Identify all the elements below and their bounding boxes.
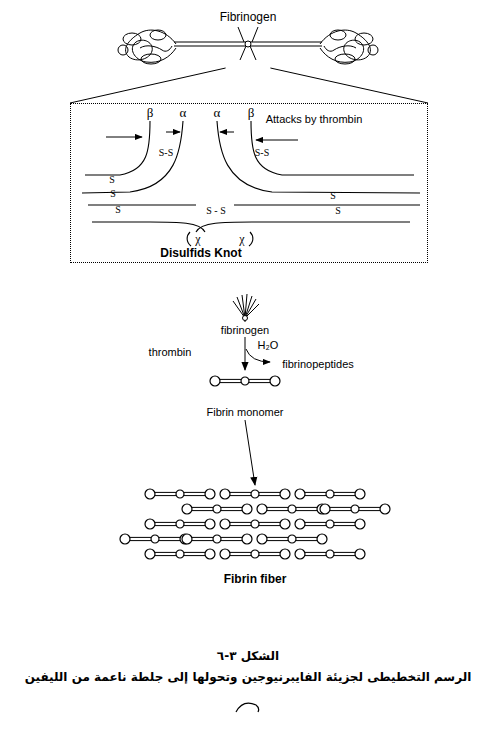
page-ornament [236,703,259,712]
molecule-figure: Fibrinogen [108,8,388,68]
part-label: fibrinopeptides [282,357,354,371]
coiled-coil-rod [174,46,322,47]
fiber-dumbbell [145,489,215,499]
beta-chain [85,121,150,175]
fiber-dumbbell [295,519,365,529]
fiber-dumbbell [320,504,390,514]
leader-line [270,68,428,103]
figure-number: الشكل ٣-٦ [217,649,279,663]
fiber-dumbbell [182,504,252,514]
part-label: β [147,106,154,120]
detail-box: Disulfids Knot [70,103,428,263]
fiber-dumbbell [220,519,290,529]
node-title: Disulfids Knot [131,246,271,260]
monomer-dumbbell [210,376,280,386]
edge-label: thrombin [149,345,192,359]
part-label: S - S [206,204,225,218]
part-label: χ [195,232,200,246]
part-label: β [248,106,255,120]
fiber-dumbbell [257,504,327,514]
reaction-arrow [245,337,246,370]
attack-arrow [220,132,234,133]
part-label: H₂O [258,338,279,352]
part-label: S [115,203,121,217]
leader-line [70,68,226,103]
gamma-end [187,232,191,246]
beta-chain [251,121,414,175]
fiber-dumbbell [220,549,290,559]
fiber-dumbbell [257,534,327,544]
attack-arrow [256,140,298,141]
alpha-chain [82,121,183,193]
attack-arrow [166,132,180,133]
fiber-dumbbell [145,519,215,529]
right-domain [320,30,378,64]
fiber-dumbbell [220,489,290,499]
gamma-chain [92,222,205,232]
fibrinogen-core [243,316,248,321]
chain-group [82,121,420,246]
molecule-figure: Fibrin fiber [130,485,380,587]
central-knot [245,41,251,47]
part-label: S [330,189,336,203]
node-title: Fibrin monomer [190,405,300,419]
chain-line [88,204,196,205]
fiber-dumbbell [295,549,365,559]
part-label: S-S [159,146,173,160]
node-title: Fibrinogen [108,10,388,24]
part-label: χ [239,232,244,246]
node-title: fibrinogen [205,323,285,337]
coiled-coil-rod [174,42,322,43]
left-domain [118,30,176,64]
chain-line [234,204,420,205]
part-label: S [109,173,115,187]
figure-caption: الرسم التخطيطى لجزيئة الفايبرنيوجين وتحو… [8,670,488,685]
fibrinogen-spikes [233,294,259,318]
reaction-arrow [245,420,255,485]
molecule-figure: Fibrin monomer [190,370,300,420]
part-label: α [180,106,187,120]
small-fibrinogen [233,294,259,322]
alpha-chain [217,121,420,193]
fiber-dumbbell [145,549,215,559]
part-label: S [335,204,341,218]
central-knot-lines [238,27,258,60]
node-title: Fibrin fiber [130,572,380,586]
fiber-dumbbell [120,534,190,544]
fibrinogen-stem [245,316,246,322]
part-label: S [110,187,116,201]
molecule-figure: fibrinogen [205,292,285,337]
part-label: α [214,106,221,120]
attack-arrow [106,137,142,138]
gamma-end [249,232,253,246]
part-label: S-S [255,146,269,160]
part-label: Attacks by thrombin [266,112,363,126]
fiber-dumbbell [182,534,252,544]
fiber-dumbbell [295,489,365,499]
gamma-chain [196,222,410,232]
